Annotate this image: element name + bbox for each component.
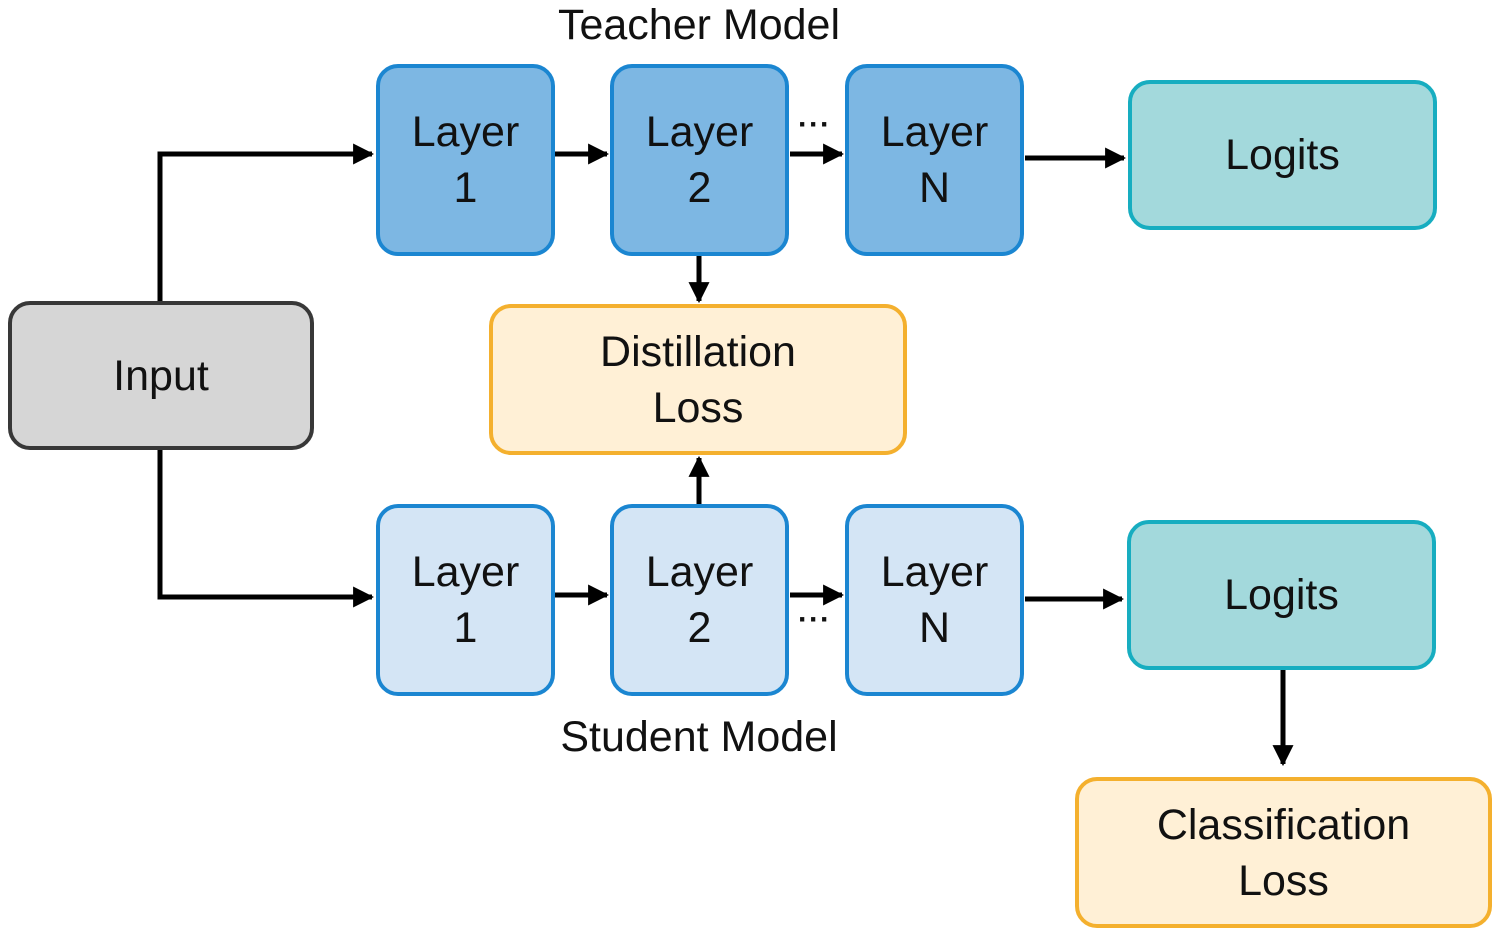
input-to-student-arrow <box>157 448 375 608</box>
input-box: Input <box>8 301 314 450</box>
teacher-logits-label: Logits <box>1225 131 1340 179</box>
teacher-model-caption: Teacher Model <box>557 1 841 49</box>
distillation-loss-line1: Distillation <box>600 327 796 376</box>
student-layer-1-index: 1 <box>453 604 478 652</box>
student-layer-2-index: 2 <box>687 604 712 652</box>
classification-loss-box: Classification Loss <box>1075 777 1492 928</box>
teacher-logits-box: Logits <box>1128 80 1437 230</box>
classification-loss-line2: Loss <box>1238 856 1329 905</box>
classification-loss-line1: Classification <box>1156 800 1411 849</box>
distillation-loss-line2: Loss <box>652 383 744 432</box>
student-layer-2: Layer 2 <box>610 504 789 696</box>
teacher-layer-1-label: Layer <box>411 108 520 156</box>
student-model-caption: Student Model <box>560 713 838 761</box>
teacher-layer-1: Layer 1 <box>376 64 555 256</box>
student-layer-1: Layer 1 <box>376 504 555 696</box>
student-layer-n-label: Layer <box>880 548 989 596</box>
student-logits-label: Logits <box>1224 571 1339 619</box>
student-layer-1-label: Layer <box>411 548 520 596</box>
student-ellipsis: ··· <box>798 603 831 636</box>
teacher-layer-n-label: Layer <box>880 108 989 156</box>
student-layer-2-label: Layer <box>645 548 754 596</box>
teacher-layer-2: Layer 2 <box>610 64 789 256</box>
teacher-layer-n-index: N <box>918 164 951 212</box>
input-label: Input <box>113 351 209 400</box>
student-logits-box: Logits <box>1127 520 1436 670</box>
teacher-layer-2-index: 2 <box>687 164 712 212</box>
student-layer-n-index: N <box>918 604 951 652</box>
teacher-ellipsis: ··· <box>798 108 831 141</box>
teacher-layer-n: Layer N <box>845 64 1024 256</box>
teacher-layer-2-label: Layer <box>645 108 754 156</box>
student-layer-n: Layer N <box>845 504 1024 696</box>
teacher-layer-1-index: 1 <box>453 164 478 212</box>
input-to-teacher-arrow <box>157 143 375 302</box>
distillation-loss-box: Distillation Loss <box>489 304 907 455</box>
